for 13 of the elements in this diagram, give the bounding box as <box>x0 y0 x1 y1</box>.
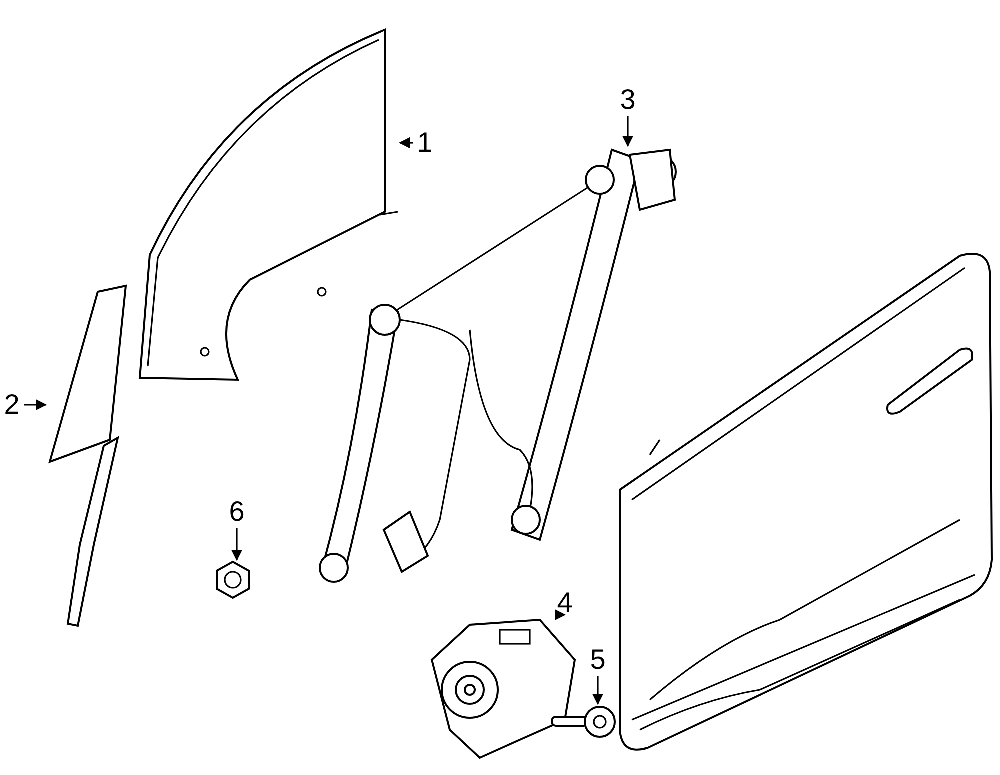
callout-number: 3 <box>616 84 640 116</box>
callout-number: 2 <box>0 389 24 421</box>
callout-number: 5 <box>586 644 610 676</box>
leader-arrow <box>398 137 413 149</box>
callout-number: 1 <box>413 127 437 159</box>
leader-arrow <box>592 676 604 706</box>
leader-arrow <box>622 116 634 148</box>
leader-arrow <box>555 610 566 620</box>
leader-arrow <box>24 399 48 411</box>
callout-number: 4 <box>553 587 577 619</box>
leader-arrow <box>231 528 243 562</box>
callout-number: 6 <box>225 496 249 528</box>
quarter-glass-drawing <box>46 284 130 630</box>
